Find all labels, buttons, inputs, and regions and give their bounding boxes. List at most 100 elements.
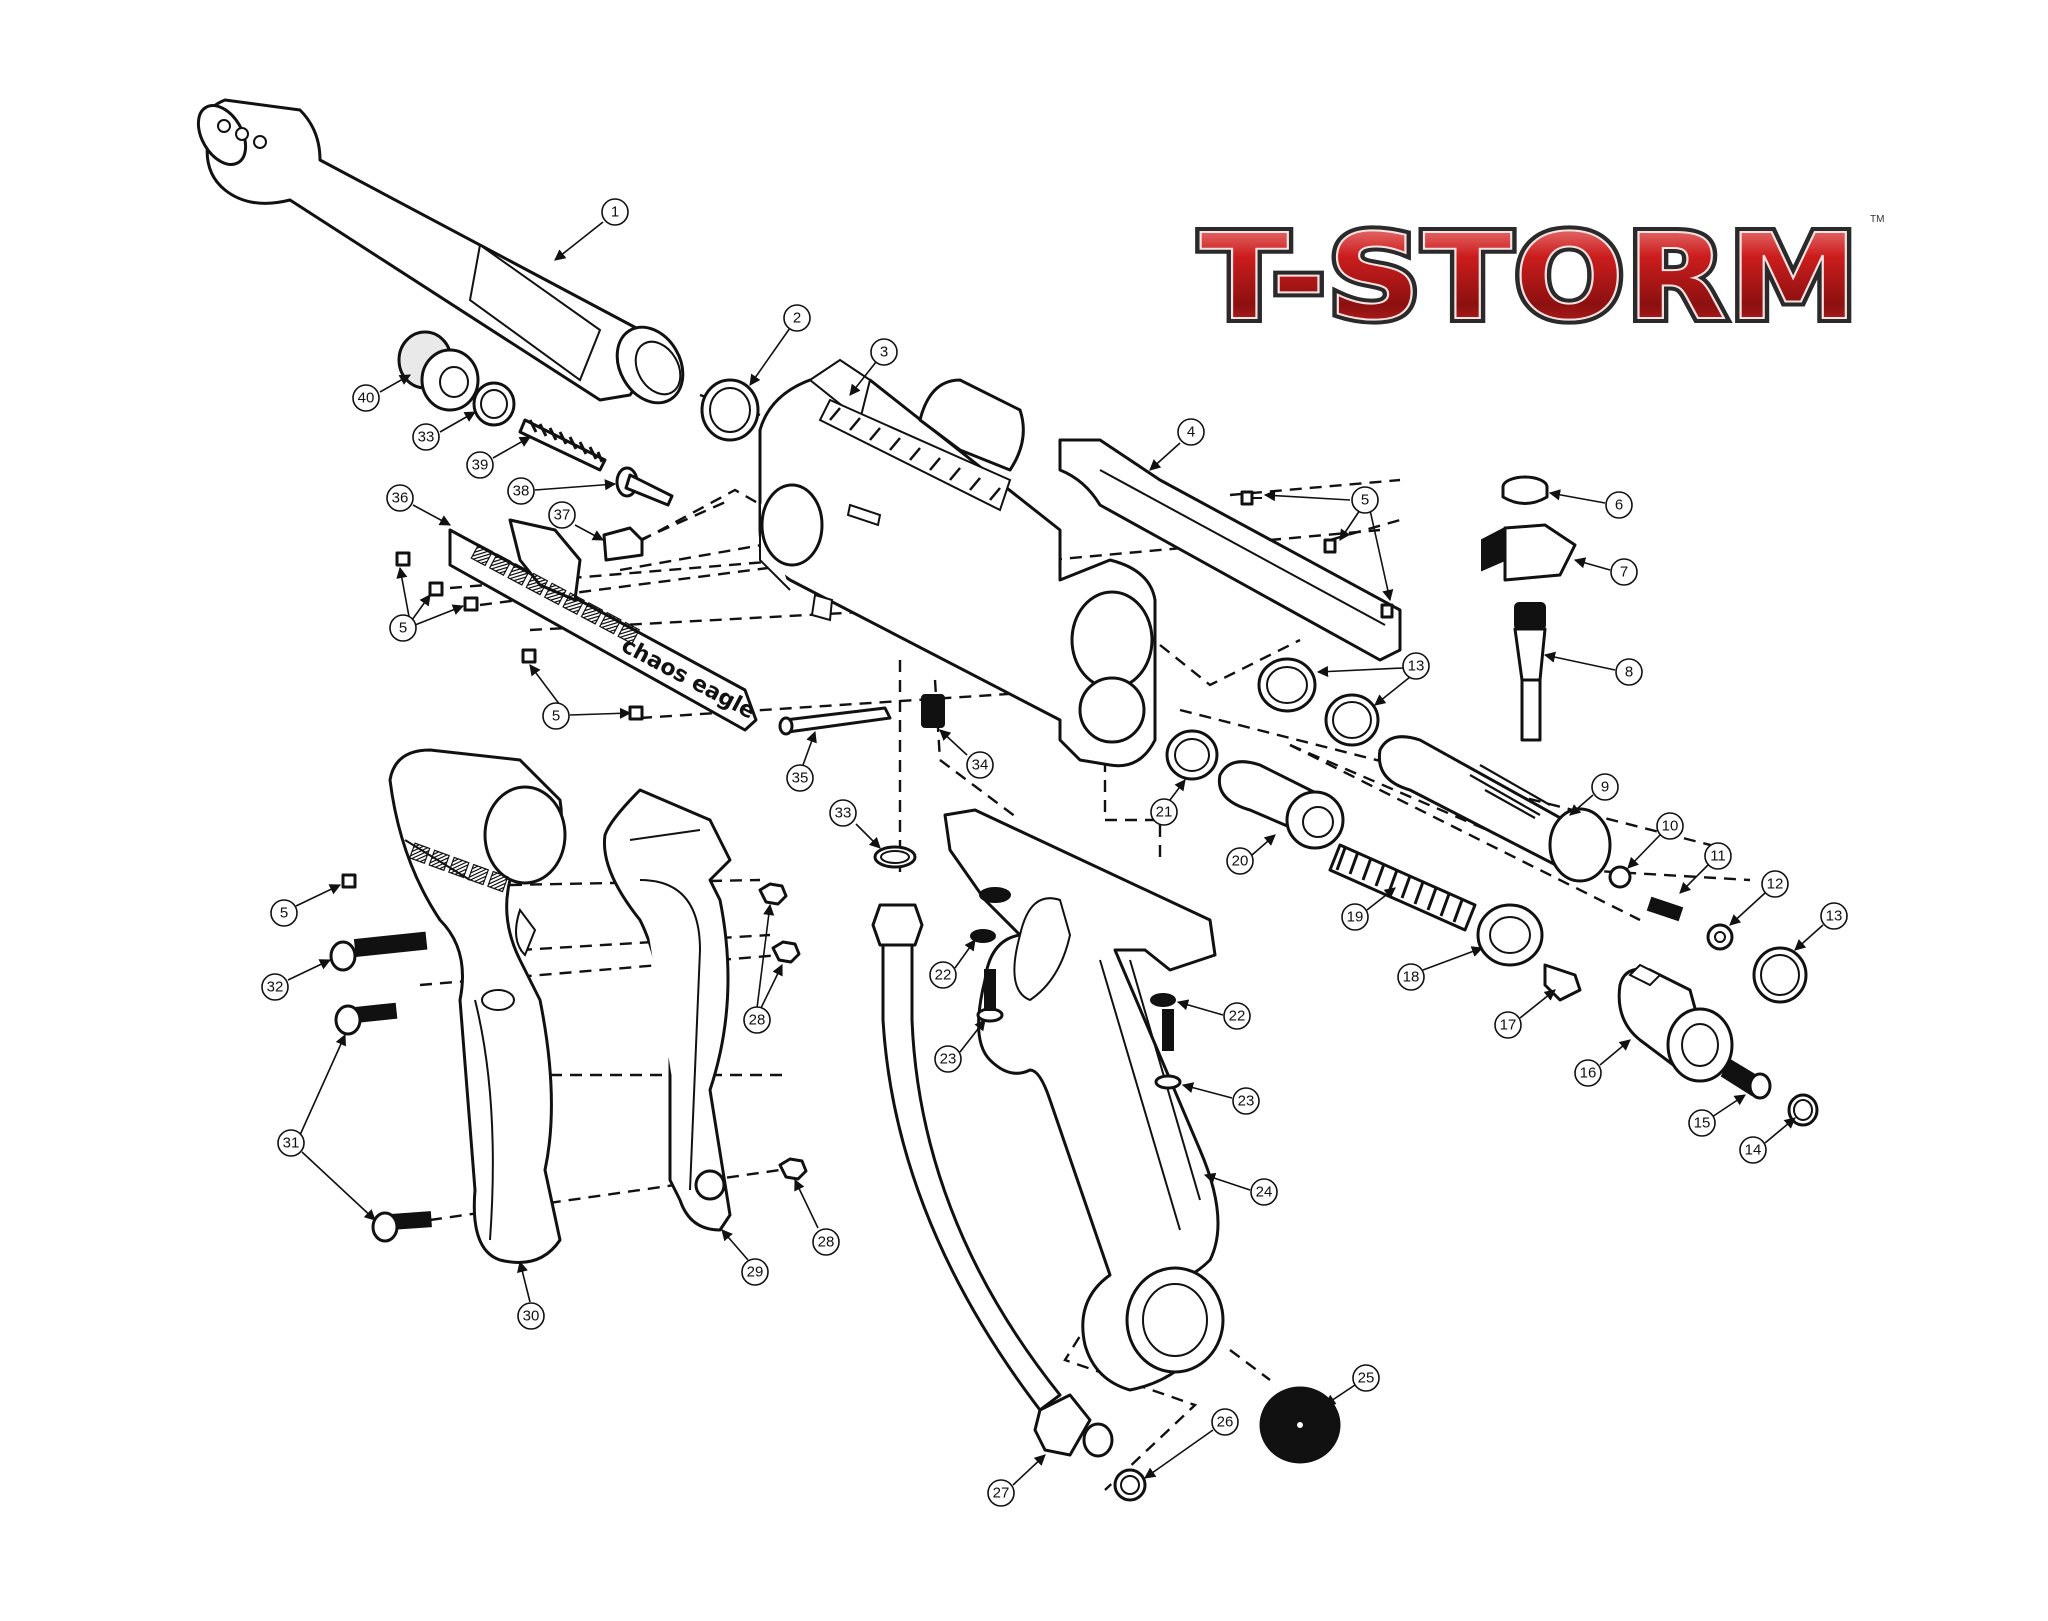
svg-text:18: 18: [1403, 969, 1420, 986]
svg-text:32: 32: [267, 979, 284, 996]
bushing: [1476, 903, 1544, 967]
svg-text:37: 37: [554, 507, 571, 524]
small-o-ring-lower: [873, 845, 917, 869]
callout-35: 35: [786, 764, 814, 792]
callout-25: 25: [1352, 1364, 1380, 1392]
svg-text:24: 24: [1256, 1184, 1273, 1201]
callout-5-lower: 5: [542, 702, 570, 730]
grip-nut-lower: [778, 1157, 808, 1181]
svg-text:35: 35: [792, 770, 809, 787]
t-storm-logo: T-STORM T-STORM TM: [1195, 203, 1884, 351]
valve-housing: [1617, 963, 1734, 1083]
svg-text:39: 39: [472, 457, 489, 474]
callout-29: 29: [741, 1258, 769, 1286]
callout-13-bottom: 13: [1820, 902, 1848, 930]
callout-16: 16: [1574, 1059, 1602, 1087]
svg-text:10: 10: [1662, 818, 1679, 835]
pin-35: [778, 706, 892, 736]
o-ring-13-lower: [1752, 946, 1808, 1004]
svg-text:31: 31: [283, 1135, 300, 1152]
svg-text:4: 4: [1187, 424, 1195, 441]
air-hose: [871, 903, 1114, 1458]
screw: [1323, 538, 1337, 554]
callout-23-right: 23: [1232, 1087, 1260, 1115]
o-ring-13-upper: [1257, 657, 1317, 713]
feed-latch: [602, 526, 644, 562]
callout-8: 8: [1615, 658, 1643, 686]
callout-4: 4: [1177, 418, 1205, 446]
svg-text:5: 5: [1361, 492, 1369, 509]
callout-31: 31: [277, 1129, 305, 1157]
screw: [395, 551, 411, 567]
callout-15: 15: [1688, 1109, 1716, 1137]
callout-9: 9: [1591, 773, 1619, 801]
svg-text:12: 12: [1767, 876, 1784, 893]
grip-screw-middle: [334, 1002, 398, 1036]
screw: [463, 596, 479, 612]
callout-33-lower: 33: [829, 799, 857, 827]
svg-text:2: 2: [793, 310, 801, 327]
svg-text:5: 5: [552, 708, 560, 725]
callout-6: 6: [1605, 491, 1633, 519]
svg-text:38: 38: [513, 483, 530, 500]
small-spring: [1646, 896, 1684, 922]
cap: [1501, 475, 1549, 505]
callout-18: 18: [1397, 963, 1425, 991]
svg-text:13: 13: [1408, 658, 1425, 675]
screw: [428, 581, 444, 597]
callout-39: 39: [466, 451, 494, 479]
callout-36: 36: [386, 484, 414, 512]
callout-13-top: 13: [1402, 652, 1430, 680]
callout-33-upper: 33: [412, 423, 440, 451]
svg-text:34: 34: [972, 757, 989, 774]
knob: [1481, 523, 1577, 582]
svg-text:17: 17: [1500, 1017, 1517, 1034]
callout-24: 24: [1250, 1178, 1278, 1206]
screw: [628, 705, 644, 721]
callout-21: 21: [1150, 798, 1178, 826]
o-ring-21: [1165, 729, 1219, 781]
svg-text:1: 1: [611, 204, 619, 221]
svg-text:5: 5: [280, 905, 288, 922]
svg-text:20: 20: [1232, 853, 1249, 870]
valve-nut: [1706, 923, 1734, 951]
screw: [1380, 603, 1394, 619]
svg-text:40: 40: [358, 390, 375, 407]
callout-22-left: 22: [929, 961, 957, 989]
valve: [1377, 735, 1612, 883]
svg-text:16: 16: [1580, 1065, 1597, 1082]
velocity-bumper: [397, 330, 480, 412]
o-ring-13-middle: [1324, 693, 1380, 747]
grip-nut-middle: [771, 940, 801, 964]
callout-5-grip: 5: [270, 899, 298, 927]
svg-text:23: 23: [1238, 1093, 1255, 1110]
callout-40: 40: [352, 384, 380, 412]
plunger: [1513, 602, 1547, 742]
callout-2: 2: [783, 304, 811, 332]
callout-5-left: 5: [389, 614, 417, 642]
svg-text:5: 5: [399, 620, 407, 637]
callout-26: 26: [1211, 1408, 1239, 1436]
svg-text:8: 8: [1625, 664, 1633, 681]
valve-ball: [1608, 865, 1632, 889]
callout-23-left: 23: [934, 1045, 962, 1073]
svg-text:14: 14: [1745, 1142, 1762, 1159]
svg-text:29: 29: [747, 1264, 764, 1281]
svg-text:7: 7: [1620, 564, 1628, 581]
callout-38: 38: [507, 477, 535, 505]
svg-text:33: 33: [418, 429, 435, 446]
callout-37: 37: [548, 501, 576, 529]
callout-28-lower: 28: [812, 1228, 840, 1256]
svg-text:15: 15: [1694, 1115, 1711, 1132]
logo-text: T-STORM: [1200, 208, 1860, 346]
svg-text:36: 36: [392, 490, 409, 507]
screw: [1240, 490, 1262, 506]
logo-outline-text: T-STORM: [1200, 208, 1860, 346]
grip-nut-upper: [758, 882, 788, 906]
grip-screw-long: [329, 931, 428, 972]
set-screw-34: [921, 694, 945, 728]
top-cover: [1058, 438, 1402, 662]
main-spring: [1328, 843, 1477, 932]
svg-text:6: 6: [1615, 497, 1623, 514]
callout-7: 7: [1610, 558, 1638, 586]
